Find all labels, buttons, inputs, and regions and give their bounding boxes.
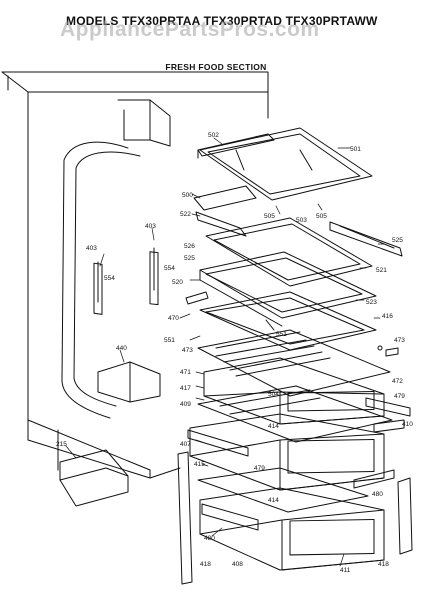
clip-470 xyxy=(185,291,209,305)
label-479: 479 xyxy=(254,465,265,472)
label-525: 525 xyxy=(392,237,403,244)
shelf-glass-523 xyxy=(199,251,377,327)
label-520: 520 xyxy=(172,279,183,286)
label-417: 417 xyxy=(180,385,191,392)
cover-440 xyxy=(97,361,161,403)
label-415: 415 xyxy=(194,461,205,468)
label-418: 418 xyxy=(200,561,211,568)
label-409: 409 xyxy=(180,401,191,408)
side-support-418b xyxy=(397,477,413,555)
label-523: 523 xyxy=(366,299,377,306)
rail-480a xyxy=(201,503,259,531)
label-416: 416 xyxy=(382,313,393,320)
section-title: FRESH FOOD SECTION xyxy=(165,62,267,72)
label-473: 473 xyxy=(394,337,405,344)
label-440: 440 xyxy=(116,345,127,352)
label-521: 521 xyxy=(376,267,387,274)
shelf-glass-521 xyxy=(205,217,373,287)
label-471: 471 xyxy=(180,369,191,376)
rail-479a xyxy=(365,397,411,417)
fastener-473 xyxy=(377,345,399,357)
leader-lines xyxy=(65,137,385,567)
label-522: 522 xyxy=(180,211,191,218)
crisper-cover-414 xyxy=(197,385,393,443)
label-551: 551 xyxy=(164,337,175,344)
label-526: 526 xyxy=(184,243,195,250)
shelf-frame-502 xyxy=(197,133,275,159)
label-501: 501 xyxy=(350,146,361,153)
label-502: 502 xyxy=(208,132,219,139)
wall-rail-right xyxy=(149,247,159,306)
side-support-418a xyxy=(177,451,193,585)
label-505: 505 xyxy=(316,213,327,220)
label-407: 407 xyxy=(180,441,191,448)
label-480: 480 xyxy=(372,491,383,498)
cabinet-outline xyxy=(1,71,269,479)
rail-410 xyxy=(373,419,405,433)
shelf-glass-416 xyxy=(199,291,377,351)
wall-rail-left xyxy=(93,261,103,315)
drawer-479 xyxy=(189,413,385,491)
label-403: 403 xyxy=(145,223,156,230)
label-554: 554 xyxy=(104,275,115,282)
label-505: 505 xyxy=(264,213,275,220)
label-473: 473 xyxy=(182,347,193,354)
door-gasket xyxy=(61,141,141,419)
drawer-504 xyxy=(203,357,385,425)
rail-480b xyxy=(353,469,395,489)
label-410: 410 xyxy=(402,421,413,428)
label-554: 554 xyxy=(164,265,175,272)
drawer-411 xyxy=(199,487,385,571)
model-header: MODELS TFX30PRTAA TFX30PRTAD TFX30PRTAWW xyxy=(66,14,378,28)
crisper-cover-414b xyxy=(197,467,369,513)
label-418: 418 xyxy=(378,561,389,568)
label-411: 411 xyxy=(340,567,351,574)
dish-215 xyxy=(59,449,129,507)
label-414: 414 xyxy=(268,497,279,504)
crisper-cover-472 xyxy=(197,329,391,397)
label-503: 503 xyxy=(296,217,307,224)
label-414: 414 xyxy=(268,423,279,430)
part-labels: 215 403 403 554 554 440 502 501 500 522 … xyxy=(56,132,413,574)
label-470: 470 xyxy=(168,315,179,322)
label-472: 472 xyxy=(392,378,403,385)
label-480: 480 xyxy=(204,535,215,542)
label-215: 215 xyxy=(56,441,67,448)
watermark: AppliancePartsPros.com xyxy=(60,18,320,41)
label-479: 479 xyxy=(394,393,405,400)
label-403: 403 xyxy=(86,245,97,252)
rail-407 xyxy=(187,429,249,457)
label-551: 551 xyxy=(276,331,287,338)
shelf-support-500 xyxy=(193,185,257,237)
label-504: 504 xyxy=(268,391,279,398)
shelf-glass-501 xyxy=(199,127,373,201)
label-500: 500 xyxy=(182,192,193,199)
label-525: 525 xyxy=(184,255,195,262)
label-408: 408 xyxy=(232,561,243,568)
rail-525a xyxy=(329,221,403,257)
